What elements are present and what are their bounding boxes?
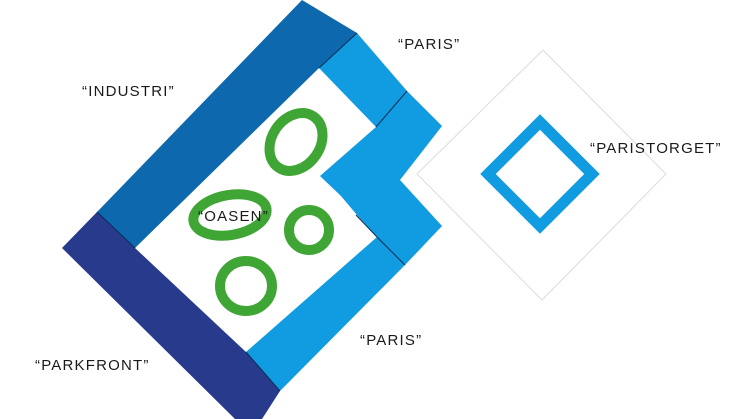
paris-bottom-block: [246, 237, 405, 391]
block-seams: [96, 32, 408, 392]
label-paris-top: “PARIS”: [398, 36, 460, 53]
label-oasen: “OASEN”: [198, 208, 269, 225]
oasen-ring-top: [264, 108, 328, 176]
oasen-ring-right: [284, 205, 334, 255]
paristorget-outline: [416, 49, 667, 301]
oasen-ring-bottom: [215, 256, 277, 316]
paristorget-ring: [480, 114, 600, 234]
label-industri: “INDUSTRI”: [82, 83, 175, 100]
label-paris-bottom: “PARIS”: [360, 332, 422, 349]
oasen-ring-left: [188, 189, 272, 241]
oasen-rings: [188, 108, 334, 316]
label-parkfront: “PARKFRONT”: [35, 357, 150, 374]
label-paristorget: “PARISTORGET”: [590, 140, 722, 157]
parkfront-block: [62, 212, 280, 419]
paris-top-block: [319, 33, 442, 265]
industri-block: [97, 0, 357, 248]
